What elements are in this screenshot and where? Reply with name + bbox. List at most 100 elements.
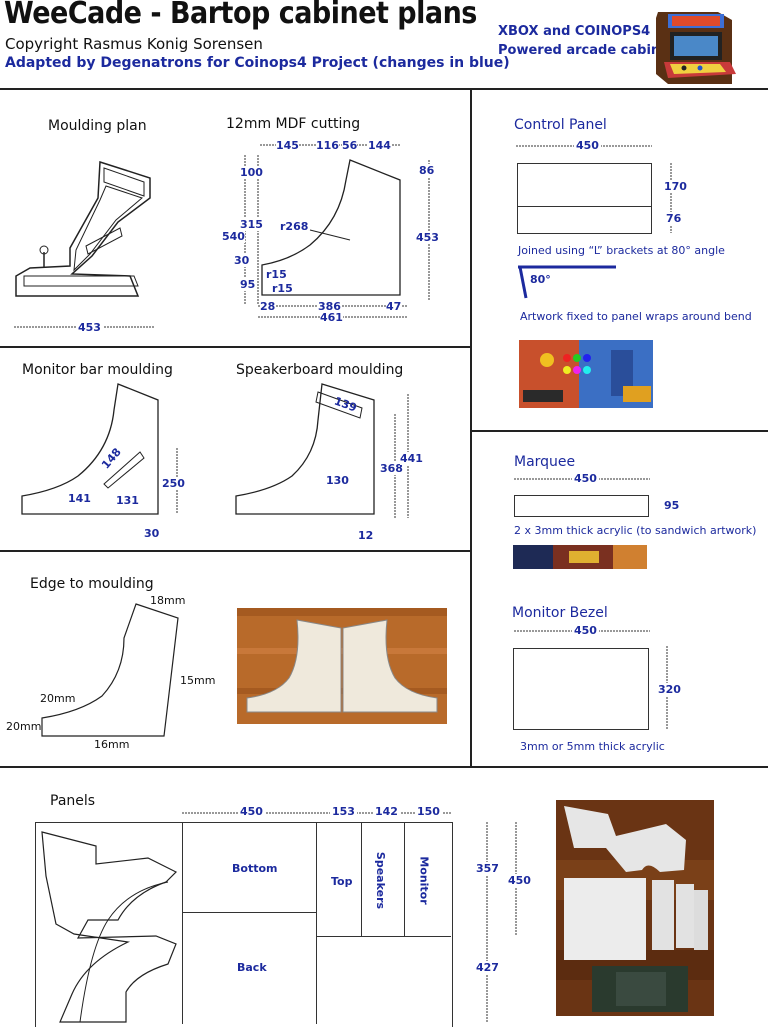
control-panel-artwork-note: Artwork fixed to panel wraps around bend bbox=[520, 310, 752, 323]
panels-dim-right-0: 357 bbox=[476, 862, 499, 875]
xbox-caption: XBOX and COINOPS4 Powered arcade cabinet bbox=[498, 22, 675, 60]
page-title: WeeCade - Bartop cabinet plans bbox=[4, 0, 477, 31]
panels-line-6 bbox=[316, 936, 451, 937]
speakerboard-dim-1: 130 bbox=[326, 474, 349, 487]
control-panel-width: 450 bbox=[574, 139, 601, 152]
side-panels-photo bbox=[237, 608, 447, 724]
panels-line-2 bbox=[182, 912, 317, 913]
monitor-bar-dim-2: 131 bbox=[116, 494, 139, 507]
panels-line-1 bbox=[182, 822, 183, 1024]
control-panel-height-1: 76 bbox=[666, 212, 682, 225]
panels-sheet bbox=[35, 822, 453, 1027]
marquee-note: 2 x 3mm thick acrylic (to sandwich artwo… bbox=[514, 524, 757, 537]
edge-dim-4: 16mm bbox=[94, 738, 130, 751]
edge-dim-2: 20mm bbox=[6, 720, 42, 733]
control-panel-height-0: 170 bbox=[664, 180, 687, 193]
mdf-dim-top-2: 56 bbox=[342, 139, 358, 152]
panels-dim-top-2: 142 bbox=[373, 805, 400, 818]
mdf-dim-bottom-0: 28 bbox=[260, 300, 276, 313]
cabinet-illustration bbox=[656, 12, 736, 84]
mdf-dim-bottom-1: 386 bbox=[318, 300, 341, 313]
copyright-text: Copyright Rasmus Konig Sorensen bbox=[5, 35, 263, 53]
mdf-radius-0: r268 bbox=[280, 220, 309, 233]
mdf-cutting-title: 12mm MDF cutting bbox=[226, 116, 361, 132]
panels-right-dimension bbox=[486, 822, 517, 1022]
bracket-angle-label: 80° bbox=[530, 273, 551, 286]
edge-dim-3: 15mm bbox=[180, 674, 216, 687]
edge-dim-0: 18mm bbox=[150, 594, 186, 607]
monitor-bar-drawing bbox=[21, 383, 159, 515]
monitor-bar-title: Monitor bar moulding bbox=[22, 362, 173, 378]
panels-dim-top-1: 153 bbox=[330, 805, 357, 818]
mdf-dim-right-1: 453 bbox=[416, 231, 439, 244]
speakerboard-dim-3: 441 bbox=[400, 452, 423, 465]
panels-line-4 bbox=[361, 822, 362, 936]
xbox-line-2: Powered arcade cabinet bbox=[498, 43, 676, 58]
mdf-dim-left-2: 540 bbox=[222, 230, 245, 243]
mdf-dim-left-4: 95 bbox=[240, 278, 256, 291]
marquee-title: Marquee bbox=[514, 454, 576, 470]
control-panel-fold-line bbox=[517, 206, 652, 207]
control-panel-joined-note: Joined using “L” brackets at 80° angle bbox=[518, 244, 725, 257]
header-divider bbox=[0, 88, 768, 90]
panels-side-cutout bbox=[41, 831, 178, 1023]
mdf-dim-top-0: 145 bbox=[276, 139, 299, 152]
monitor-bar-dim-3: 250 bbox=[162, 477, 185, 490]
monitor-bezel-width: 450 bbox=[572, 624, 599, 637]
panels-dim-right-2: 427 bbox=[476, 961, 499, 974]
mdf-dim-right-0: 86 bbox=[419, 164, 435, 177]
divider-right-1 bbox=[470, 430, 768, 432]
column-divider bbox=[470, 88, 472, 766]
panels-top-dimension bbox=[182, 812, 452, 814]
cut-panels-photo bbox=[556, 800, 714, 1016]
panel-label-back: Back bbox=[237, 961, 267, 974]
edge-moulding-drawing bbox=[41, 603, 179, 737]
panels-dim-top-0: 450 bbox=[238, 805, 265, 818]
speakerboard-dim-2: 368 bbox=[380, 462, 403, 475]
monitor-bezel-note: 3mm or 5mm thick acrylic bbox=[520, 740, 665, 753]
marquee-height: 95 bbox=[664, 499, 680, 512]
monitor-bezel-height: 320 bbox=[658, 683, 681, 696]
speakerboard-title: Speakerboard moulding bbox=[236, 362, 404, 378]
mdf-side-drawing bbox=[261, 159, 401, 296]
marquee-artwork-image bbox=[513, 545, 647, 569]
marquee-width: 450 bbox=[572, 472, 599, 485]
divider-left-1 bbox=[0, 346, 472, 348]
mdf-radius-1: r15 bbox=[266, 268, 287, 281]
xbox-line-1: XBOX and COINOPS4 bbox=[498, 24, 651, 39]
moulding-plan-title: Moulding plan bbox=[48, 118, 147, 134]
mdf-dim-top-3: 144 bbox=[368, 139, 391, 152]
mdf-dim-left-1: 315 bbox=[240, 218, 263, 231]
monitor-bar-dim-4: 30 bbox=[144, 527, 160, 540]
mdf-right-dimension bbox=[428, 160, 430, 300]
speakerboard-drawing bbox=[235, 383, 375, 515]
panel-label-monitor: Monitor bbox=[417, 856, 431, 905]
mdf-dim-bottom-2: 47 bbox=[386, 300, 402, 313]
moulding-plan-drawing bbox=[15, 160, 151, 297]
mdf-dim-bottom-3: 461 bbox=[320, 311, 343, 324]
control-panel-box bbox=[517, 163, 652, 234]
monitor-bezel-box bbox=[513, 648, 649, 730]
control-panel-title: Control Panel bbox=[514, 117, 607, 133]
divider-left-2 bbox=[0, 550, 472, 552]
speakerboard-dim-4: 12 bbox=[358, 529, 374, 542]
divider-bottom bbox=[0, 766, 768, 768]
panel-label-speakers: Speakers bbox=[374, 851, 388, 910]
mdf-dim-top-1: 116 bbox=[316, 139, 339, 152]
moulding-width-label: 453 bbox=[76, 321, 103, 334]
monitor-bar-dim-1: 141 bbox=[68, 492, 91, 505]
marquee-box bbox=[514, 495, 649, 517]
edge-moulding-title: Edge to moulding bbox=[30, 576, 154, 592]
mdf-dim-left-3: 30 bbox=[234, 254, 250, 267]
panels-dim-top-3: 150 bbox=[415, 805, 442, 818]
bracket-angle-drawing bbox=[518, 265, 616, 299]
panel-label-top: Top bbox=[331, 875, 353, 888]
panels-line-3 bbox=[316, 822, 317, 1024]
panels-dim-right-1: 450 bbox=[508, 874, 531, 887]
panels-title: Panels bbox=[50, 793, 96, 809]
control-panel-artwork-image bbox=[519, 340, 653, 408]
mdf-radius-2: r15 bbox=[272, 282, 293, 295]
mdf-dim-left-0: 100 bbox=[240, 166, 263, 179]
panels-line-5 bbox=[404, 822, 405, 936]
monitor-bezel-title: Monitor Bezel bbox=[512, 605, 608, 621]
